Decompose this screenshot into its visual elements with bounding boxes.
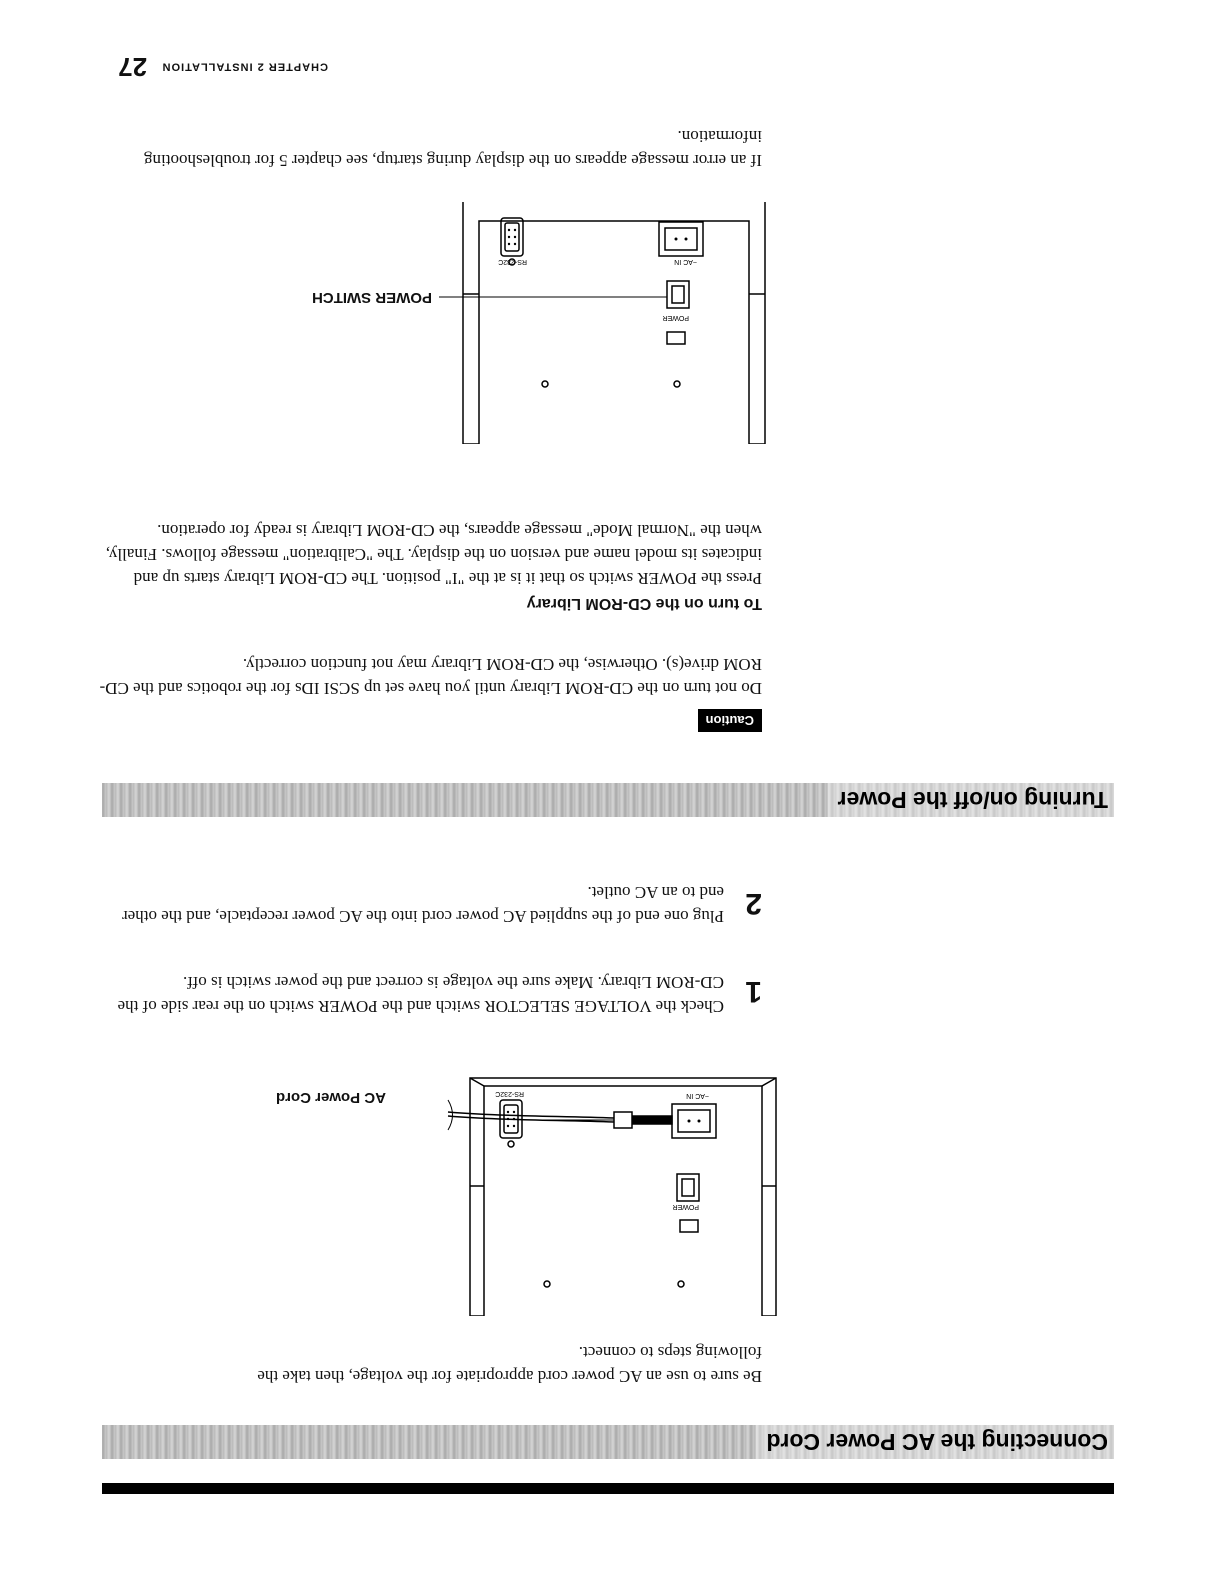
rear-panel-figure-1: POWER ~AC IN RS-232C <box>444 1046 784 1317</box>
figure-callout-label: AC Power Cord <box>275 1089 386 1106</box>
rear-panel-figure-2: POWER ~AC IN RS-232C <box>439 202 769 445</box>
page-number: 27 <box>118 52 148 82</box>
intro-paragraph: Be sure to use an AC power cord appropri… <box>257 1343 762 1386</box>
section-heading-bar: Connecting the AC Power Cord <box>102 1425 1114 1459</box>
section-heading-bar: Turning on/off the Power <box>102 783 1114 817</box>
top-rule <box>102 1483 1114 1494</box>
step-number: 1 <box>745 975 762 1008</box>
panel-label-rs232c: RS-232C <box>495 1090 524 1097</box>
step-text: Plug one end of the supplied AC power co… <box>122 883 724 926</box>
chapter-label: CHAPTER 2 INSTALLATION <box>161 60 328 73</box>
panel-label-rs232c: RS-232C <box>498 258 527 265</box>
step-text: Check the VOLTAGE SELECTOR switch and th… <box>117 973 724 1016</box>
figure-callout-label: POWER SWITCH <box>312 289 432 306</box>
body-paragraph: Press the POWER switch so that it is at … <box>105 521 762 588</box>
section-title: Connecting the AC Power Cord <box>756 1425 1114 1459</box>
subheading: To turn on the CD-ROM Library <box>526 595 762 612</box>
caution-paragraph: Do not turn on the CD-ROM Library until … <box>99 655 762 698</box>
section-title: Turning on/off the Power <box>827 783 1114 817</box>
caution-badge: Caution <box>697 709 762 732</box>
panel-label-power: POWER <box>673 1203 699 1210</box>
error-note: If an error message appears on the displ… <box>144 127 762 170</box>
panel-label-power: POWER <box>663 314 689 321</box>
panel-label-ac-in: ~AC IN <box>674 258 697 265</box>
panel-label-ac-in: ~AC IN <box>686 1092 709 1099</box>
step-number: 2 <box>745 887 762 920</box>
page-footer: CHAPTER 2 INSTALLATION 27 <box>118 51 328 82</box>
